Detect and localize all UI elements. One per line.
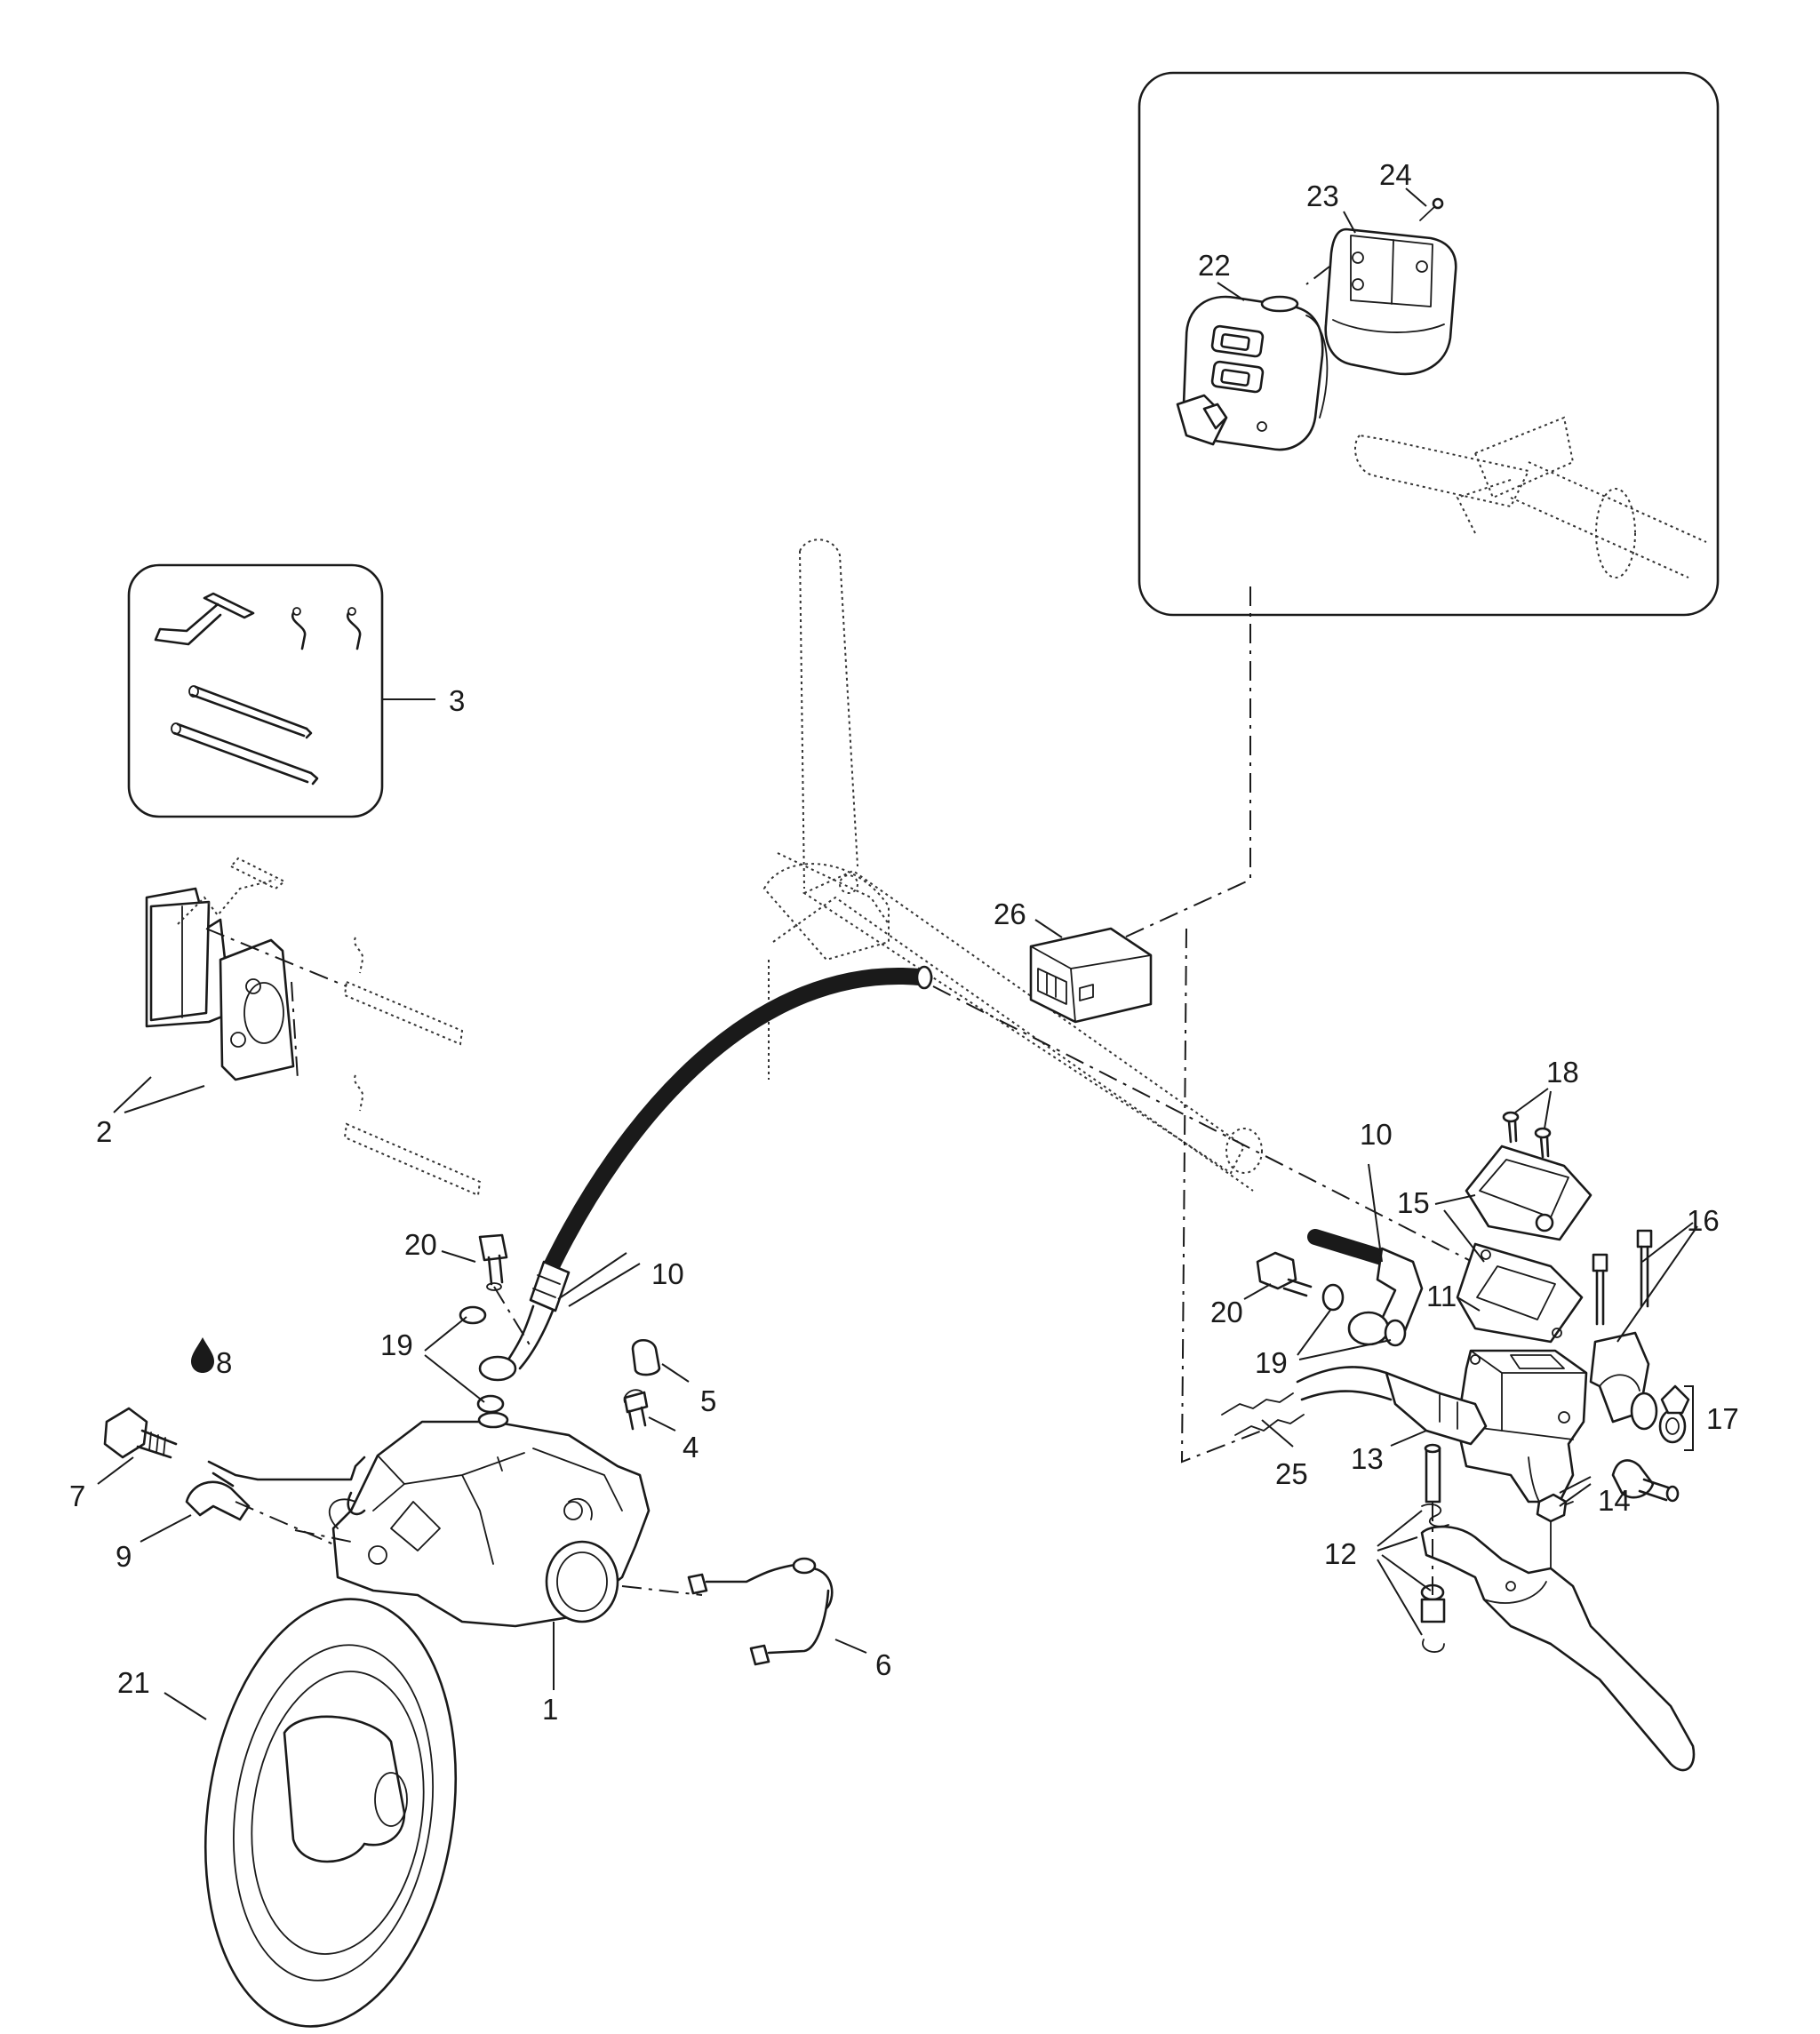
callout-labels: 1 2 3 4 5 6 7 8 9 10 10 11 12 13 14 15 1… bbox=[69, 158, 1739, 1726]
callout-20-left: 20 bbox=[404, 1228, 437, 1261]
switch-wire-terminals bbox=[1221, 1392, 1305, 1436]
callout-25: 25 bbox=[1275, 1457, 1308, 1490]
r-clips bbox=[291, 607, 362, 650]
callout-18: 18 bbox=[1546, 1056, 1579, 1089]
bleeder-screw bbox=[623, 1389, 649, 1431]
banjo-bolt-left bbox=[478, 1233, 508, 1291]
hardware-kit-box bbox=[127, 563, 384, 818]
callout-16: 16 bbox=[1687, 1204, 1720, 1237]
callout-21: 21 bbox=[117, 1666, 150, 1699]
oil-drop-icon bbox=[191, 1337, 214, 1373]
callout-14: 14 bbox=[1598, 1484, 1631, 1517]
callout-22: 22 bbox=[1198, 249, 1231, 282]
callout-9: 9 bbox=[116, 1540, 132, 1573]
brake-lever bbox=[1420, 1501, 1696, 1772]
crush-washer-right-bottom bbox=[1384, 1319, 1407, 1347]
leader-lines bbox=[97, 187, 1698, 1720]
callout-5: 5 bbox=[700, 1384, 716, 1417]
callout-13: 13 bbox=[1351, 1442, 1384, 1475]
callout-1: 1 bbox=[542, 1693, 558, 1726]
crush-washer-left-bottom bbox=[476, 1394, 505, 1414]
handlebar-ghost bbox=[762, 538, 1263, 1192]
bleeder-cap bbox=[631, 1338, 661, 1376]
crush-washer-left-top bbox=[459, 1305, 487, 1325]
callout-15: 15 bbox=[1397, 1186, 1430, 1219]
brake-pads bbox=[145, 857, 482, 1197]
brake-light-switch bbox=[1296, 1366, 1488, 1446]
brake-disc bbox=[204, 1598, 458, 2028]
pad-spring bbox=[154, 592, 255, 646]
callout-19-left: 19 bbox=[380, 1328, 413, 1361]
callout-6: 6 bbox=[875, 1648, 891, 1681]
callout-3: 3 bbox=[449, 684, 465, 717]
callout-2: 2 bbox=[96, 1115, 112, 1148]
callout-10-left: 10 bbox=[651, 1257, 684, 1290]
switch-housing bbox=[1176, 295, 1329, 451]
callout-10-right: 10 bbox=[1360, 1118, 1393, 1151]
pad-pins bbox=[171, 685, 319, 786]
switch-cover bbox=[1324, 227, 1457, 376]
callout-11: 11 bbox=[1426, 1280, 1457, 1312]
pad-pins-assembly bbox=[687, 1557, 834, 1666]
retaining-bracket bbox=[185, 1456, 366, 1547]
brake-hose bbox=[478, 965, 933, 1382]
reservoir-cover bbox=[1456, 1145, 1592, 1344]
callout-8: 8 bbox=[216, 1346, 232, 1379]
clamp-screws bbox=[1592, 1229, 1653, 1326]
electrical-connector bbox=[1029, 927, 1153, 1024]
mounting-bolt bbox=[103, 1407, 178, 1459]
callout-17: 17 bbox=[1706, 1402, 1739, 1435]
switch-screw bbox=[1419, 197, 1444, 221]
pivot-assembly bbox=[1611, 1384, 1690, 1503]
callout-23: 23 bbox=[1306, 179, 1339, 212]
banjo-bolt-right bbox=[1256, 1251, 1313, 1297]
callout-12: 12 bbox=[1324, 1537, 1357, 1570]
callout-24: 24 bbox=[1379, 158, 1412, 191]
callout-4: 4 bbox=[682, 1431, 698, 1464]
cover-screws bbox=[1502, 1111, 1552, 1159]
switch-inset-box bbox=[1138, 71, 1720, 617]
pivot-nut bbox=[1536, 1493, 1568, 1523]
crush-washer-right-top bbox=[1321, 1283, 1345, 1312]
inset-handlebar-ghost bbox=[1354, 416, 1707, 578]
callout-26: 26 bbox=[994, 897, 1026, 930]
callout-7: 7 bbox=[69, 1480, 85, 1512]
hose-fitting-right bbox=[1307, 1229, 1424, 1346]
callout-19-right: 19 bbox=[1255, 1346, 1288, 1379]
brake-caliper bbox=[328, 1411, 651, 1628]
callout-20-right: 20 bbox=[1210, 1296, 1243, 1328]
